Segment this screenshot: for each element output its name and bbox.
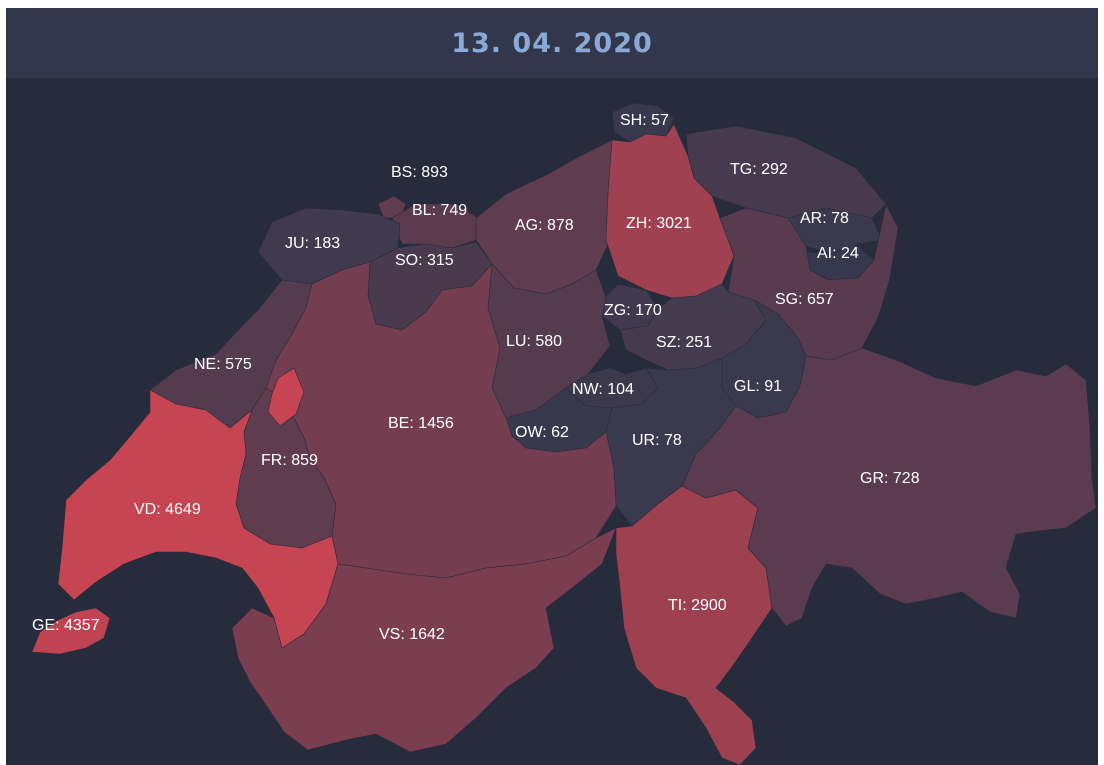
label-JU: JU: 183 <box>285 235 340 252</box>
label-GL: GL: 91 <box>734 378 782 395</box>
canton-VS[interactable] <box>231 527 617 753</box>
label-SZ: SZ: 251 <box>656 334 712 351</box>
label-VD: VD: 4649 <box>134 501 201 518</box>
label-VS: VS: 1642 <box>379 626 445 643</box>
canton-VD-enclave[interactable] <box>267 367 305 427</box>
label-SH: SH: 57 <box>620 112 669 129</box>
canton-AR[interactable] <box>787 207 883 255</box>
label-FR: FR: 859 <box>261 452 318 469</box>
switzerland-choropleth-map: SH: 57 TG: 292 BS: 893 BL: 749 AG: 878 Z… <box>31 102 1097 765</box>
label-TG: TG: 292 <box>730 161 788 178</box>
canton-VD[interactable] <box>57 389 339 649</box>
label-SG: SG: 657 <box>775 291 834 308</box>
date-title: 13. 04. 2020 <box>451 27 653 59</box>
label-BL: BL: 749 <box>412 202 467 219</box>
canton-TI[interactable] <box>615 485 773 765</box>
label-AI: AI: 24 <box>817 245 859 262</box>
label-OW: OW: 62 <box>515 424 569 441</box>
label-GR: GR: 728 <box>860 470 920 487</box>
label-AR: AR: 78 <box>800 210 849 227</box>
label-NE: NE: 575 <box>194 356 252 373</box>
label-ZH: ZH: 3021 <box>626 215 692 232</box>
label-LU: LU: 580 <box>506 333 562 350</box>
label-GE: GE: 4357 <box>32 617 100 634</box>
canton-GR[interactable] <box>681 347 1097 627</box>
canton-BS[interactable] <box>377 195 407 219</box>
date-header: 13. 04. 2020 <box>6 8 1098 78</box>
label-UR: UR: 78 <box>632 432 682 449</box>
map-panel: SH: 57 TG: 292 BS: 893 BL: 749 AG: 878 Z… <box>6 8 1098 765</box>
label-NW: NW: 104 <box>572 381 634 398</box>
canton-GE[interactable] <box>31 607 111 655</box>
label-SO: SO: 315 <box>395 252 454 269</box>
label-ZG: ZG: 170 <box>604 302 662 319</box>
label-BS: BS: 893 <box>391 164 448 181</box>
label-AG: AG: 878 <box>515 217 574 234</box>
label-BE: BE: 1456 <box>388 415 454 432</box>
label-TI: TI: 2900 <box>668 597 727 614</box>
